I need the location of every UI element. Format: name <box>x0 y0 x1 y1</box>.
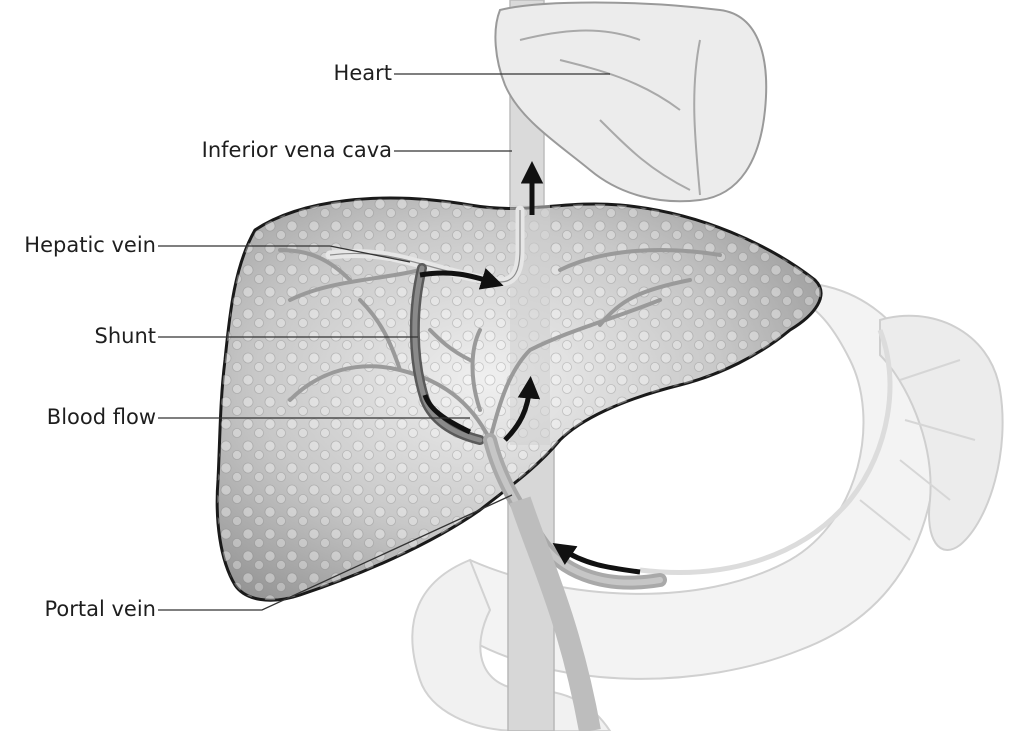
label-portal-vein: Portal vein <box>44 597 156 621</box>
label-heart: Heart <box>334 61 392 85</box>
label-hepatic-vein: Hepatic vein <box>24 233 156 257</box>
label-inferior-vena-cava: Inferior vena cava <box>202 138 392 162</box>
label-shunt: Shunt <box>95 324 157 348</box>
label-blood-flow: Blood flow <box>47 405 156 429</box>
